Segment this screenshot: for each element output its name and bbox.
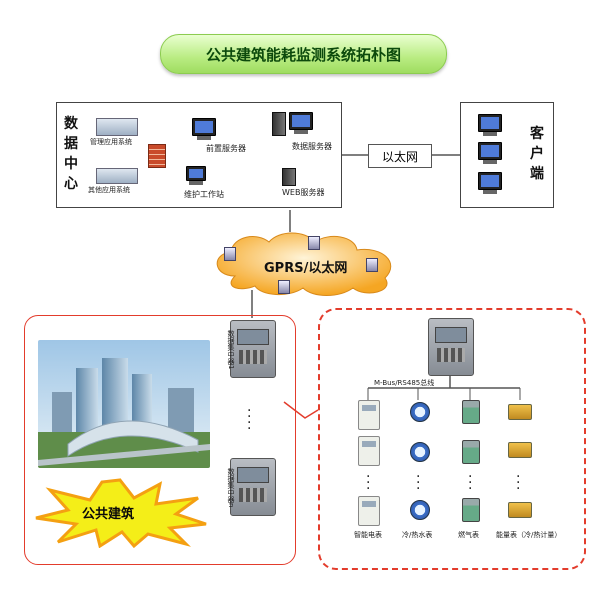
electric-meter-icon xyxy=(358,400,380,430)
gas-meter-icon xyxy=(462,440,480,464)
ethernet-label: 以太网 xyxy=(381,149,418,164)
collector-ellipsis: ···· xyxy=(247,403,252,437)
network-node-icon xyxy=(308,236,320,250)
maintenance-ws-icon xyxy=(186,166,206,185)
collector-1-label: 数据集中器1 xyxy=(227,330,235,370)
gas-ellipsis: ··· xyxy=(468,469,473,497)
maintenance-ws-label: 维护工作站 xyxy=(184,190,224,199)
client-pc-1 xyxy=(478,114,502,136)
heat-meter-label: 能量表（冷/热计量） xyxy=(496,531,562,539)
building-panel xyxy=(24,315,296,565)
water-meter-icon xyxy=(410,402,430,422)
web-server-label: WEB服务器 xyxy=(282,188,325,197)
network-node-icon xyxy=(224,247,236,261)
heat-meter-icon xyxy=(508,404,532,420)
gas-meter-icon xyxy=(462,400,480,424)
front-server-icon xyxy=(192,118,216,140)
water-ellipsis: ··· xyxy=(416,469,421,497)
gas-meter-icon xyxy=(462,498,480,522)
other-system-icon xyxy=(96,168,138,184)
water-meter-icon xyxy=(410,442,430,462)
bus-label: M-Bus/RS485总线 xyxy=(374,379,435,387)
data-center-label-text: 数据中心 xyxy=(64,116,78,192)
electric-meter-label: 智能电表 xyxy=(354,531,382,539)
diagram-title: 公共建筑能耗监测系统拓朴图 xyxy=(160,34,447,74)
data-server-label: 数据服务器 xyxy=(292,142,332,151)
data-center-label: 数据中心 xyxy=(62,114,80,194)
other-system-label: 其他应用系统 xyxy=(88,186,130,194)
title-text: 公共建筑能耗监测系统拓朴图 xyxy=(205,45,401,64)
cloud-label: GPRS/以太网 xyxy=(264,261,348,276)
bus-collector-icon xyxy=(428,318,474,376)
client-label-text: 客户端 xyxy=(530,126,544,182)
heat-meter-icon xyxy=(508,502,532,518)
electric-ellipsis: ··· xyxy=(366,469,371,497)
building-image xyxy=(38,340,210,468)
ethernet-box: 以太网 xyxy=(368,144,432,168)
network-node-icon xyxy=(278,280,290,294)
client-pc-2 xyxy=(478,142,502,164)
firewall-icon xyxy=(148,144,166,168)
building-illustration xyxy=(38,340,210,468)
data-server-icon xyxy=(272,112,313,136)
collector-1-icon xyxy=(230,320,276,378)
web-server-icon xyxy=(282,168,296,186)
water-meter-label: 冷/热水表 xyxy=(402,531,433,539)
client-pc-3 xyxy=(478,172,502,194)
mgmt-system-label: 管理应用系统 xyxy=(90,138,132,146)
collector-n-icon xyxy=(230,458,276,516)
gas-meter-label: 燃气表 xyxy=(458,531,479,539)
electric-meter-icon xyxy=(358,496,380,526)
cloud-shape xyxy=(216,232,392,296)
meter-panel xyxy=(318,308,586,570)
electric-meter-icon xyxy=(358,436,380,466)
front-server-label: 前置服务器 xyxy=(206,144,246,153)
heat-meter-icon xyxy=(508,442,532,458)
heat-ellipsis: ··· xyxy=(516,469,521,497)
starburst-shape xyxy=(35,478,207,548)
mgmt-system-icon xyxy=(96,118,138,136)
collector-n-label: 数据集中器n xyxy=(227,468,235,508)
client-label: 客户端 xyxy=(528,124,546,184)
network-node-icon xyxy=(366,258,378,272)
client-box xyxy=(460,102,554,208)
water-meter-icon xyxy=(410,500,430,520)
building-label: 公共建筑 xyxy=(82,507,135,522)
